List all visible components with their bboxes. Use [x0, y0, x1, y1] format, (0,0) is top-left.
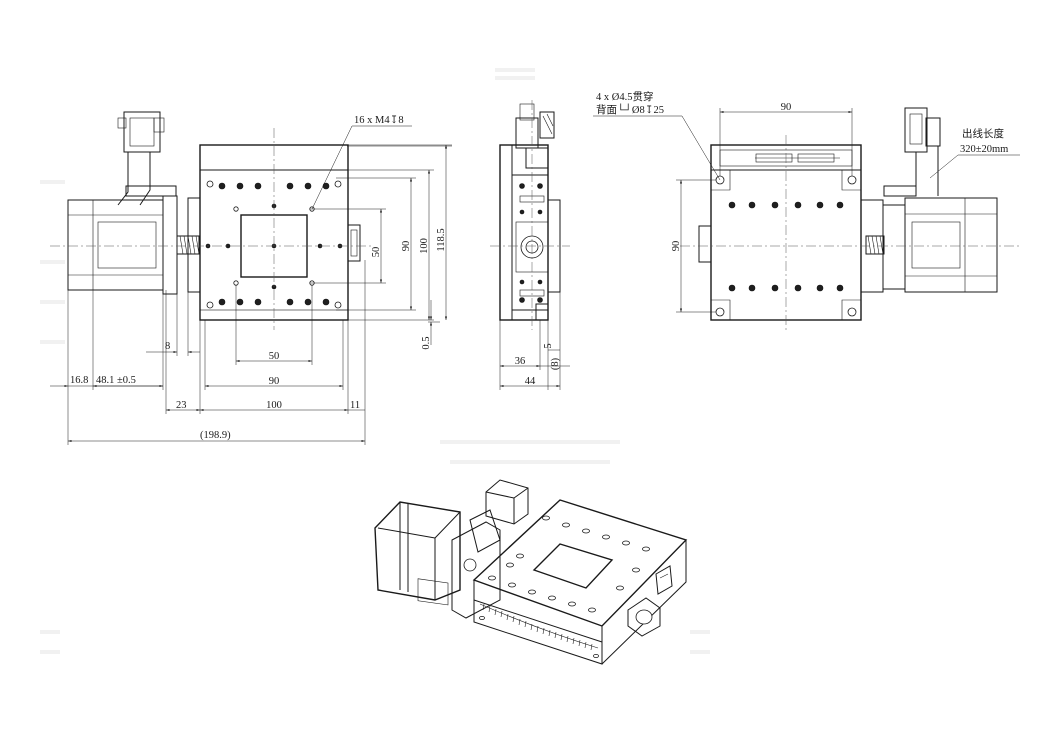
iso-top-plate	[472, 499, 688, 627]
dim-rear-90-vertical: 90	[671, 241, 682, 252]
dim-50-vertical: 50	[371, 247, 382, 258]
dim-100-horizontal: 100	[266, 400, 282, 411]
front-plate-holes	[205, 180, 343, 309]
dim-8-paren: (8)	[550, 357, 561, 370]
dim-100-vertical: 100	[419, 238, 430, 254]
front-view: 16 x M4↧8 50 90 100 118.5 0.5 50 90	[50, 111, 452, 445]
dim-23: 23	[176, 400, 187, 411]
dim-8: 8	[165, 341, 170, 352]
dim-90-vertical: 90	[401, 241, 412, 252]
dim-198-9: (198.9)	[200, 430, 231, 441]
dim-44: 44	[525, 376, 536, 387]
side-body	[499, 144, 549, 321]
cable-length-value: 320±20mm	[960, 144, 1008, 155]
dim-36: 36	[515, 356, 526, 367]
iso-motor	[374, 501, 461, 601]
dim-11: 11	[350, 400, 360, 411]
dim-0-5: 0.5	[421, 336, 432, 349]
cable-length-label: 出线长度	[962, 127, 1004, 140]
iso-plate-holes	[488, 515, 650, 613]
dim-rear-90-horizontal: 90	[781, 102, 792, 113]
callout-tapped-holes: 16 x M4↧8	[354, 115, 404, 126]
callout-counterbore: 背面└┘Ø8↧25	[596, 103, 664, 116]
dim-5: 5	[543, 343, 554, 348]
watermark	[40, 68, 710, 654]
isometric-view	[374, 479, 688, 665]
dim-90-horizontal: 90	[269, 376, 280, 387]
dim-16-8: 16.8	[70, 375, 88, 386]
dim-50-horizontal: 50	[269, 351, 280, 362]
iso-scale-ticks	[482, 603, 593, 651]
front-motor-body	[67, 199, 164, 291]
iso-center-square	[532, 543, 614, 589]
callout-through-holes: 4 x Ø4.5贯穿	[596, 90, 653, 103]
dim-48-1: 48.1 ±0.5	[96, 375, 136, 386]
dim-118-5: 118.5	[436, 228, 447, 251]
rear-view: 4 x Ø4.5贯穿 背面└┘Ø8↧25 出线长度 320±20mm 90 90	[593, 90, 1020, 330]
side-view: 36 (8) 5 44	[490, 100, 570, 390]
